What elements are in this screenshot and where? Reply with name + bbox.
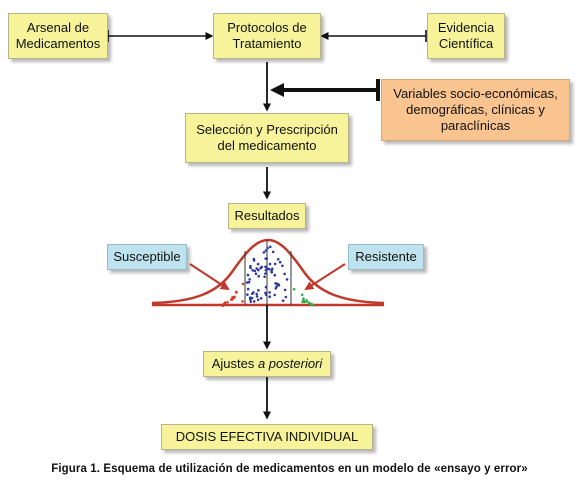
resistente-box: Resistente	[348, 244, 424, 270]
dot-center	[246, 281, 249, 284]
dot-center	[269, 245, 272, 249]
dot-center	[253, 269, 257, 273]
distribution-curve-group	[151, 238, 385, 308]
dot-center	[252, 257, 256, 261]
dot-center	[259, 297, 263, 300]
dot-center	[268, 262, 272, 266]
dot-center	[249, 266, 252, 270]
dot-center	[263, 275, 266, 279]
dot-center	[268, 291, 271, 294]
dot-center	[265, 257, 269, 260]
evidencia-box: Evidencia Científica	[427, 13, 505, 59]
dot-susceptible	[229, 298, 233, 301]
dot-susceptible	[232, 296, 236, 300]
dot-center	[256, 262, 260, 266]
dot-center	[267, 267, 271, 271]
dot-center	[255, 295, 259, 298]
dot-resistente	[301, 300, 305, 304]
dot-center	[281, 264, 284, 268]
dot-center	[252, 300, 256, 303]
seleccion-box: Selección y Prescripción del medicamento	[185, 113, 349, 163]
dot-center	[264, 293, 268, 297]
ajustes-label-italic: a posteriori	[257, 356, 323, 371]
dot-center	[257, 289, 260, 292]
dot-center	[283, 288, 287, 292]
dot-resistente	[300, 293, 304, 297]
dot-center	[251, 292, 254, 296]
dot-susceptible	[235, 291, 238, 294]
dot-center	[278, 260, 282, 264]
dot-center	[284, 295, 288, 299]
dot-susceptible	[222, 303, 226, 306]
dot-center	[283, 272, 286, 276]
dot-center	[264, 265, 267, 269]
dot-center	[268, 295, 272, 299]
dot-center	[264, 249, 268, 252]
dot-center	[256, 298, 260, 302]
dot-center	[246, 287, 250, 291]
ajustes-label: Ajustes	[211, 356, 258, 371]
dot-center	[273, 293, 277, 297]
dot-center	[281, 299, 285, 303]
dot-center	[271, 250, 275, 254]
dot-center	[250, 296, 254, 300]
dot-center	[246, 293, 249, 296]
dot-resistente	[292, 287, 296, 291]
dosis-box: DOSIS EFECTIVA INDIVIDUAL	[161, 424, 373, 450]
figure-caption: Figura 1. Esquema de utilización de medi…	[51, 463, 528, 475]
dot-center	[251, 269, 254, 272]
dot-center	[264, 285, 268, 289]
dot-center	[259, 266, 262, 270]
dot-center	[248, 278, 251, 281]
dot-susceptible	[241, 300, 244, 303]
dot-center	[246, 273, 250, 277]
ajustes-box: Ajustes a posteriori	[203, 351, 331, 377]
dot-center	[264, 272, 267, 275]
dot-resistente	[305, 299, 309, 302]
dot-center	[254, 272, 258, 276]
dot-center	[265, 267, 269, 271]
dot-center	[249, 300, 253, 303]
dot-center	[273, 262, 277, 266]
dot-resistente	[302, 297, 305, 300]
dot-center	[285, 278, 289, 281]
dot-center	[276, 258, 280, 261]
dot-center	[255, 292, 258, 296]
dot-resistente	[307, 301, 311, 304]
dot-center	[273, 273, 277, 277]
arsenal-box: Arsenal de Medicamentos	[8, 13, 108, 59]
dot-center	[275, 282, 279, 286]
resultados-box: Resultados	[228, 203, 306, 229]
dot-center	[262, 251, 266, 254]
protocolos-box: Protocolos de Tratamiento	[213, 13, 321, 59]
dot-susceptible	[241, 282, 245, 286]
dot-susceptible	[226, 301, 229, 304]
bell-curve	[151, 238, 385, 305]
variables-box: Variables socio-económicas, demográficas…	[381, 79, 570, 141]
curve-dots	[221, 245, 315, 308]
arrow-variables-head	[270, 83, 284, 97]
dot-resistente	[310, 303, 313, 306]
dot-center	[275, 285, 279, 288]
dot-center	[270, 271, 274, 274]
susceptible-box: Susceptible	[107, 244, 187, 270]
dot-center	[257, 268, 260, 272]
arrow-susceptible-to-curve	[189, 263, 230, 291]
dot-center	[257, 274, 261, 278]
dot-center	[266, 246, 270, 250]
arrow-resistente-to-curve	[304, 263, 346, 291]
